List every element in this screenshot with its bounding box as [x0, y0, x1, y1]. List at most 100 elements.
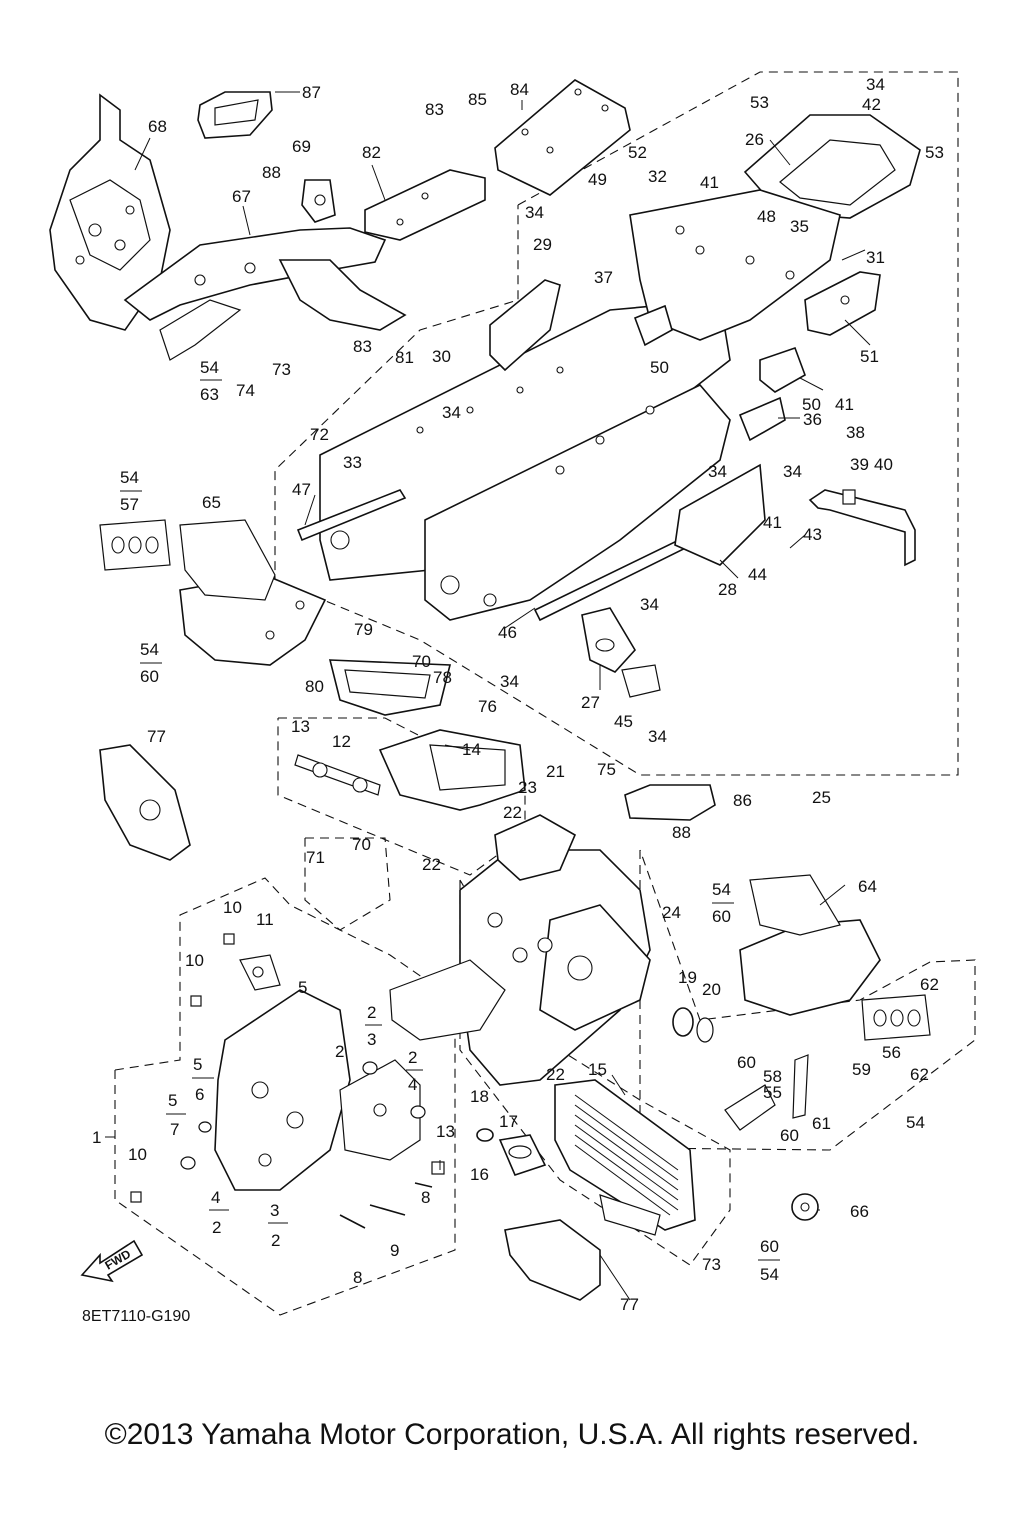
part-9-bolt — [369, 1204, 406, 1216]
callout-19: 19 — [678, 968, 697, 987]
callout-53b: 53 — [925, 143, 944, 162]
callout-43: 43 — [803, 525, 822, 544]
callout-37: 37 — [594, 268, 613, 287]
callout-10c: 10 — [128, 1145, 147, 1164]
part-4-bushing — [410, 1105, 426, 1119]
callout-10b: 10 — [185, 951, 204, 970]
callout-20: 20 — [702, 980, 721, 999]
part-67-upper-beam — [123, 227, 407, 361]
callout-71: 71 — [306, 848, 325, 867]
callout-52: 52 — [628, 143, 647, 162]
callout-54e: 54 — [906, 1113, 925, 1132]
callout-9: 9 — [390, 1241, 399, 1260]
callout-60a: 60 — [140, 667, 159, 686]
callout-labels: 87 68 88 69 67 82 83 85 84 53 34 42 53 2… — [92, 75, 944, 1314]
part-57-pad — [99, 519, 171, 571]
part-36-bracket — [738, 396, 786, 442]
callout-5c: 5 — [168, 1091, 177, 1110]
callout-32: 32 — [648, 167, 667, 186]
callout-2e: 2 — [271, 1231, 280, 1250]
leader-lines — [105, 91, 871, 1301]
callout-27: 27 — [581, 693, 600, 712]
callout-83: 83 — [425, 100, 444, 119]
part-38-rod-assembly — [808, 489, 916, 567]
part-17-clamp — [508, 1145, 532, 1159]
part-28-bracket — [674, 463, 766, 566]
assembly-boundary-1 — [114, 877, 456, 1316]
callout-34: 34 — [866, 75, 885, 94]
callout-78: 78 — [433, 668, 452, 687]
callout-5b: 5 — [193, 1055, 202, 1074]
callout-42: 42 — [862, 95, 881, 114]
callout-11: 11 — [256, 910, 274, 929]
drawing-code: 8ET7110-G190 — [82, 1308, 191, 1325]
callout-2b: 2 — [335, 1042, 344, 1061]
callout-13a: 13 — [291, 717, 310, 736]
lower-chassis-main — [459, 849, 651, 1086]
part-51-plate — [804, 271, 881, 336]
callout-77b: 77 — [620, 1295, 639, 1314]
callout-70b: 70 — [352, 835, 371, 854]
part-18-cap — [476, 1128, 494, 1142]
callout-63: 63 — [200, 385, 219, 404]
callout-2c: 2 — [408, 1048, 417, 1067]
callout-31: 31 — [866, 248, 885, 267]
callout-41: 41 — [700, 173, 719, 192]
callout-16: 16 — [470, 1165, 489, 1184]
callout-82: 82 — [362, 143, 381, 162]
callout-81: 81 — [395, 348, 414, 367]
callout-34h: 34 — [648, 727, 667, 746]
callout-44: 44 — [748, 565, 767, 584]
part-29-bracket — [489, 279, 561, 372]
callout-25: 25 — [812, 788, 831, 807]
callout-54b: 54 — [120, 468, 139, 487]
callout-74: 74 — [236, 381, 255, 400]
callout-86: 86 — [733, 791, 752, 810]
assembly-boundary-15 — [459, 879, 731, 1266]
callout-88b: 88 — [672, 823, 691, 842]
callout-69: 69 — [292, 137, 311, 156]
part-6-bushing — [198, 1121, 212, 1133]
assembly-boundary-25 — [274, 71, 959, 776]
callout-75: 75 — [597, 760, 616, 779]
callout-39: 39 — [850, 455, 869, 474]
callout-4a: 4 — [408, 1075, 417, 1094]
callout-38: 38 — [846, 423, 865, 442]
part-45-plate — [621, 664, 661, 698]
callout-15: 15 — [588, 1060, 607, 1079]
part-69-bracket — [301, 179, 336, 223]
callout-41c: 41 — [763, 513, 782, 532]
part-77-shield-upper — [99, 744, 191, 861]
callout-21: 21 — [546, 762, 565, 781]
callout-45: 45 — [614, 712, 633, 731]
part-22-side-plate — [389, 959, 506, 1041]
callout-8a: 8 — [421, 1188, 430, 1207]
callout-22a: 22 — [503, 803, 522, 822]
callout-29: 29 — [533, 235, 552, 254]
callout-60e: 60 — [760, 1237, 779, 1256]
part-27-bracket — [581, 607, 636, 673]
copyright-notice: ©2013 Yamaha Motor Corporation, U.S.A. A… — [104, 1418, 920, 1451]
assembly-boundary-12 — [277, 717, 526, 876]
callout-80: 80 — [305, 677, 324, 696]
callout-73b: 73 — [702, 1255, 721, 1274]
callout-3a: 3 — [367, 1030, 376, 1049]
callout-26: 26 — [745, 130, 764, 149]
part-11-plate — [239, 954, 281, 991]
callout-65: 65 — [202, 493, 221, 512]
callout-7: 7 — [170, 1120, 179, 1139]
part-19-seal — [672, 1007, 694, 1037]
callout-6: 6 — [195, 1085, 204, 1104]
callout-72: 72 — [310, 425, 329, 444]
callout-51: 51 — [860, 347, 879, 366]
callout-22c: 22 — [546, 1065, 565, 1084]
callout-4b: 4 — [211, 1188, 220, 1207]
callout-60d: 60 — [780, 1126, 799, 1145]
part-56-pad — [861, 994, 931, 1041]
part-47-rail — [296, 489, 407, 542]
callout-34c: 34 — [783, 462, 802, 481]
callout-87: 87 — [302, 83, 321, 102]
callout-41b: 41 — [835, 395, 854, 414]
callout-57: 57 — [120, 495, 139, 514]
part-50-block — [633, 304, 806, 393]
